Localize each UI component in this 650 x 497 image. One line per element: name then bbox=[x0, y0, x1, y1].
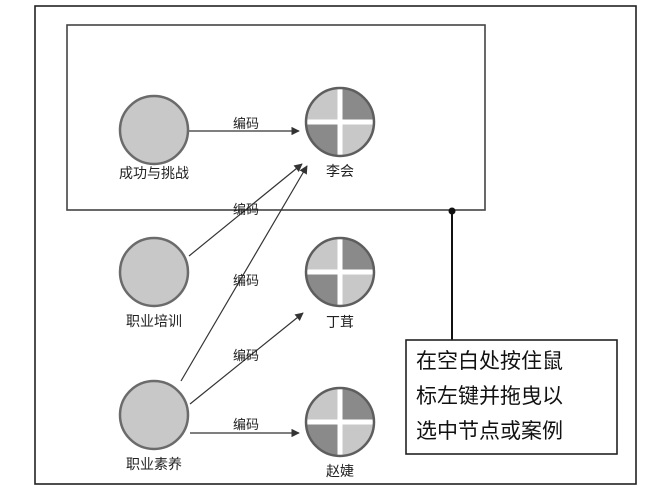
case-node-quadrant bbox=[340, 88, 374, 122]
theme-node-circle[interactable] bbox=[118, 236, 190, 308]
theme-node-training[interactable]: 职业培训 bbox=[118, 236, 190, 330]
theme-node-success[interactable]: 成功与挑战 bbox=[118, 94, 190, 182]
edge-label: 编码 bbox=[233, 274, 259, 289]
case-node-ring bbox=[304, 86, 376, 158]
case-node-ring bbox=[304, 236, 376, 308]
case-node-quadrant bbox=[306, 122, 340, 156]
case-node-label: 李会 bbox=[326, 164, 354, 180]
theme-node-label: 职业素养 bbox=[126, 457, 182, 473]
edge-labels: 编码 编码 编码 编码 编码 bbox=[233, 117, 259, 433]
case-node-quadrant bbox=[340, 238, 374, 272]
callout-box: 在空白处按住鼠 标左键并拖曳以 选中节点或案例 bbox=[405, 339, 618, 455]
case-node-ring bbox=[304, 386, 376, 458]
selection-rectangle[interactable] bbox=[66, 24, 486, 211]
theme-node-label: 职业培训 bbox=[126, 314, 182, 330]
case-node-quadrant bbox=[340, 388, 374, 422]
case-node-quadrant bbox=[306, 422, 340, 456]
outer-frame bbox=[34, 5, 637, 485]
edge-label: 编码 bbox=[233, 349, 259, 364]
edge-training-to-li[interactable] bbox=[188, 163, 303, 257]
theme-node-circle[interactable] bbox=[118, 94, 190, 166]
edge-quality-to-ding[interactable] bbox=[189, 312, 304, 405]
callout-frame bbox=[405, 339, 618, 455]
case-node-ding[interactable]: 丁茸 bbox=[304, 236, 376, 331]
case-node-quadrant bbox=[306, 272, 340, 306]
theme-node-circle[interactable] bbox=[118, 379, 190, 451]
case-node-label: 丁茸 bbox=[326, 315, 354, 331]
theme-node-quality[interactable]: 职业素养 bbox=[118, 379, 190, 473]
edges bbox=[180, 126, 308, 438]
callout-line: 在空白处按住鼠 bbox=[416, 349, 563, 373]
edge-label: 编码 bbox=[233, 203, 259, 218]
callout-line: 标左键并拖曳以 bbox=[416, 384, 563, 408]
case-node-label: 赵婕 bbox=[326, 464, 354, 480]
edge-label: 编码 bbox=[233, 418, 259, 433]
callout-line: 选中节点或案例 bbox=[416, 419, 563, 443]
edge-quality-to-li[interactable] bbox=[180, 165, 308, 382]
case-node-li[interactable]: 李会 bbox=[304, 86, 376, 180]
case-node-zhao[interactable]: 赵婕 bbox=[304, 386, 376, 480]
edge-label: 编码 bbox=[233, 117, 259, 132]
theme-node-label: 成功与挑战 bbox=[119, 166, 189, 182]
